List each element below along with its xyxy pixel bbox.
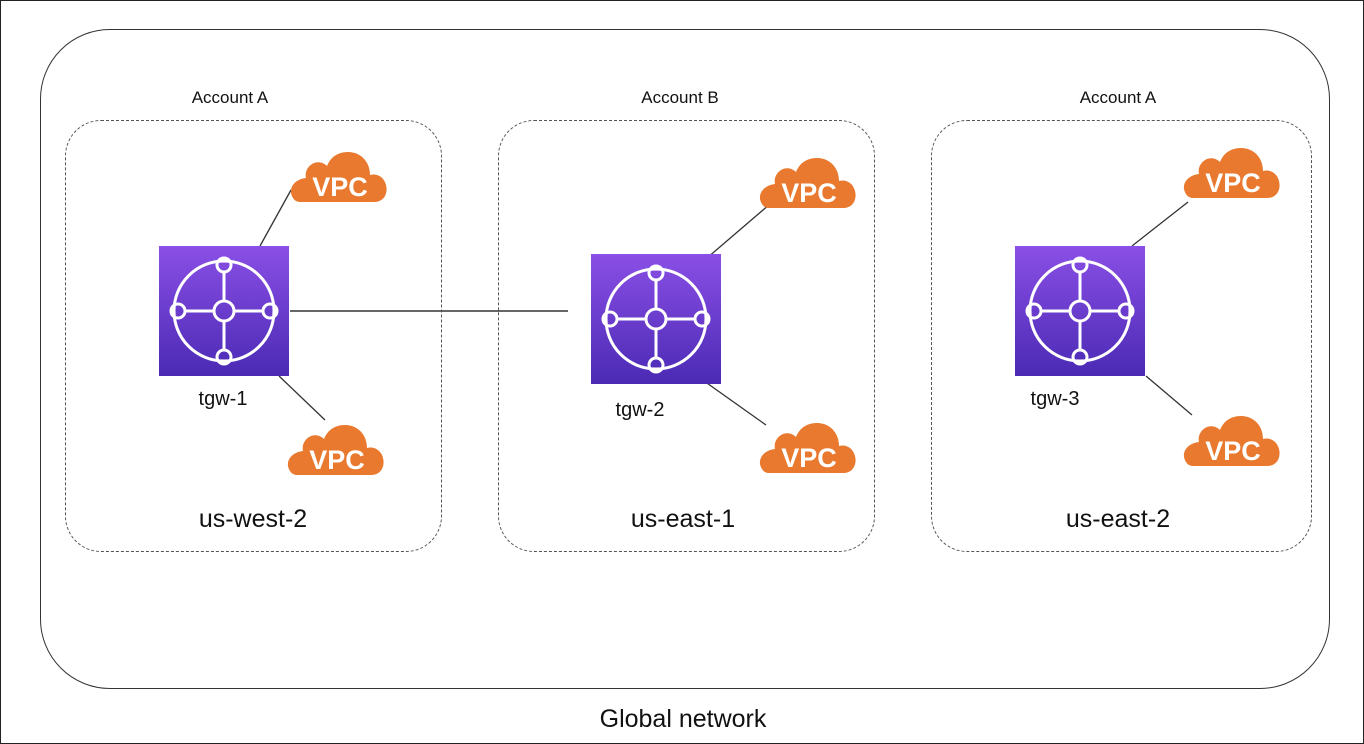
region-box-us-east-1 [498,120,875,552]
global-network-container [40,29,1330,689]
account-label: Account A [191,88,269,107]
transit-gateway-icon [591,254,721,384]
vpc-label: VPC [781,178,837,208]
vpc-cloud-icon: VPC [759,423,856,473]
vpc-label: VPC [1205,436,1261,466]
vpc-cloud-icon: VPC [287,425,384,475]
account-label: Account A [1079,88,1157,107]
vpc-cloud-icon: VPC [1183,416,1280,466]
region-label: us-west-2 [198,505,308,533]
region-box-us-west-2 [65,120,442,552]
region-box-us-east-2 [931,120,1312,552]
transit-gateway-icon [159,246,289,376]
vpc-label: VPC [309,445,365,475]
tgw1-vpc-bottom-link [278,375,326,421]
region-label: us-east-1 [630,505,736,533]
vpc-label: VPC [1205,168,1261,198]
vpc-cloud-icon: VPC [759,158,856,208]
tgw1-vpc-top-link [259,189,292,247]
vpc-cloud-icon: VPC [290,152,387,202]
tgw2-vpc-top-link [706,203,771,259]
tgw2-vpc-bottom-link [703,380,767,426]
tgw3-vpc-bottom-link [1145,375,1193,416]
vpc-label: VPC [781,443,837,473]
vpc-cloud-icon: VPC [1183,148,1280,198]
gateway-label: tgw-2 [615,399,665,421]
vpc-label: VPC [312,172,368,202]
region-label: us-east-2 [1065,505,1171,533]
gateway-label: tgw-3 [1030,388,1080,410]
gateway-label: tgw-1 [198,388,248,410]
global-network-label: Global network [599,705,767,733]
tgw3-vpc-top-link [1131,201,1189,247]
account-label: Account B [641,88,719,107]
transit-gateway-icon [1015,246,1145,376]
